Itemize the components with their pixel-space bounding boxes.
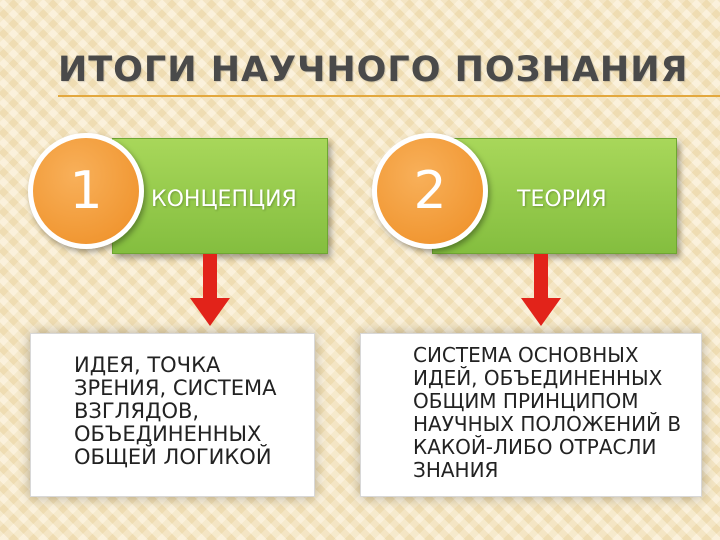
down-arrow-icon-2 — [521, 254, 561, 326]
definition-line: КАКОЙ-ЛИБО ОТРАСЛИ — [413, 435, 657, 459]
definition-line: ОБЩЕЙ ЛОГИКОЙ — [74, 445, 272, 469]
down-arrow-icon-1 — [190, 254, 230, 326]
definition-box-1: ИДЕЯ, ТОЧКА ЗРЕНИЯ, СИСТЕМА ВЗГЛЯДОВ, ОБ… — [30, 333, 315, 497]
definition-line: ОБЩИМ ПРИНЦИПОМ — [413, 389, 639, 413]
definition-text-2: СИСТЕМА ОСНОВНЫХ ИДЕЙ, ОБЪЕДИНЕННЫХ ОБЩИ… — [413, 344, 681, 482]
definition-line: ИДЕЙ, ОБЪЕДИНЕННЫХ — [413, 366, 663, 390]
definition-line: ВЗГЛЯДОВ, — [74, 399, 200, 423]
definition-line: ЗРЕНИЯ, СИСТЕМА — [74, 376, 277, 400]
definition-line: ОБЪЕДИНЕННЫХ — [74, 422, 262, 446]
concept-label-1: КОНЦЕПЦИЯ — [151, 187, 297, 212]
number-circle-1: 1 — [28, 133, 144, 249]
definition-line: НАУЧНЫХ ПОЛОЖЕНИЙ В — [413, 412, 682, 436]
concept-box-1: КОНЦЕПЦИЯ — [112, 138, 328, 254]
number-circle-2: 2 — [372, 133, 488, 249]
definition-line: ИДЕЯ, ТОЧКА — [74, 353, 221, 377]
definition-line: СИСТЕМА ОСНОВНЫХ — [413, 343, 639, 367]
concept-label-2: ТЕОРИЯ — [517, 187, 607, 212]
definition-text-1: ИДЕЯ, ТОЧКА ЗРЕНИЯ, СИСТЕМА ВЗГЛЯДОВ, ОБ… — [74, 354, 276, 469]
slide-title: ИТОГИ НАУЧНОГО ПОЗНАНИЯ — [58, 50, 689, 90]
definition-box-2: СИСТЕМА ОСНОВНЫХ ИДЕЙ, ОБЪЕДИНЕННЫХ ОБЩИ… — [360, 333, 702, 497]
title-underline — [58, 95, 720, 97]
definition-line: ЗНАНИЯ — [413, 458, 499, 482]
